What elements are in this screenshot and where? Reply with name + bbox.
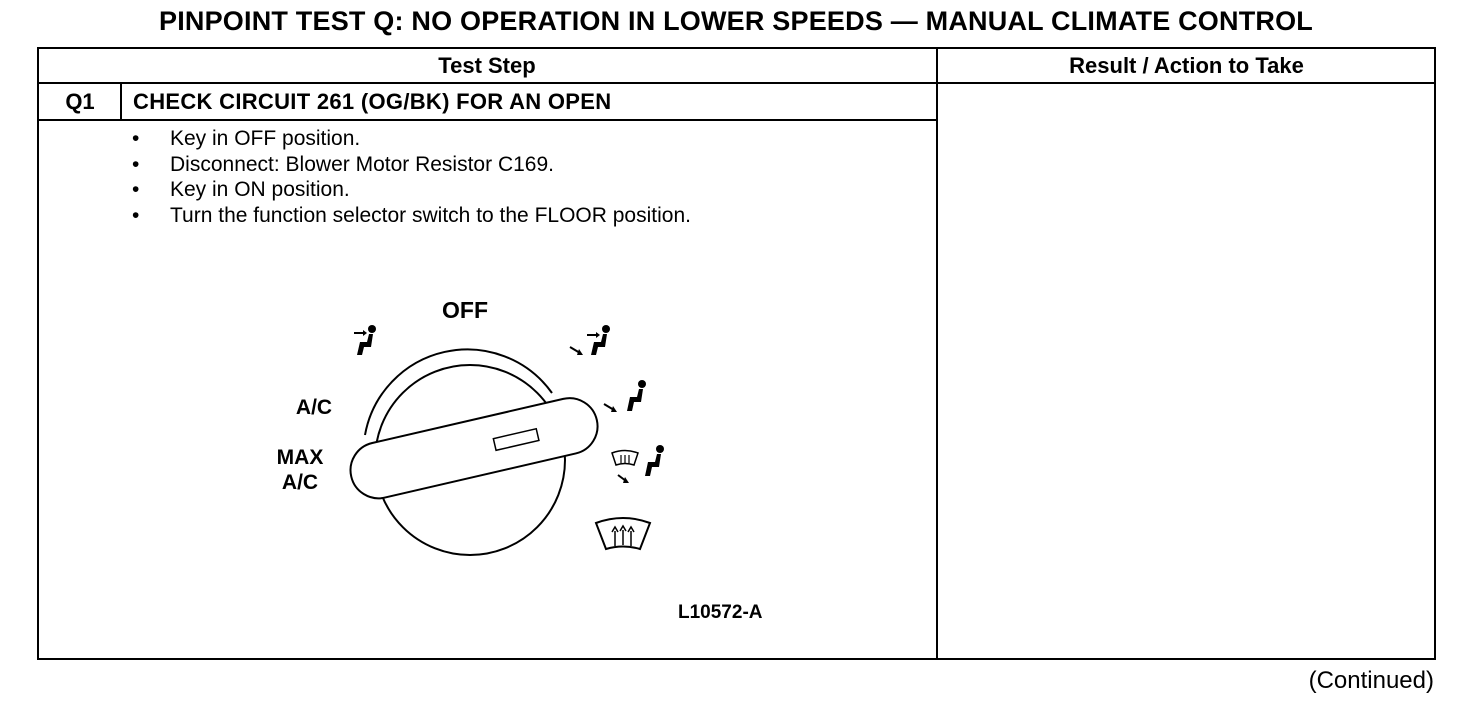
floor-defrost-icon [611, 445, 664, 483]
label-max-line1: MAX [277, 446, 324, 469]
defrost-icon [594, 517, 652, 551]
figure-id: L10572-A [678, 602, 763, 623]
header-result-action: Result / Action to Take [1069, 53, 1304, 78]
floor-icon [603, 380, 646, 412]
step-title: CHECK CIRCUIT 261 (OG/BK) FOR AN OPEN [133, 89, 612, 114]
step-title-divider [37, 119, 937, 121]
panel-floor-icon [569, 325, 610, 355]
column-divider [936, 47, 938, 660]
instruction-item: Key in ON position. [132, 177, 691, 203]
step-id: Q1 [65, 89, 95, 114]
panel-vent-icon [354, 325, 376, 355]
instruction-item: Key in OFF position. [132, 126, 691, 152]
page-title: PINPOINT TEST Q: NO OPERATION IN LOWER S… [158, 6, 1313, 36]
header-test-step: Test Step [438, 53, 536, 78]
label-off: OFF [442, 297, 488, 323]
step-instructions: Key in OFF position. Disconnect: Blower … [132, 126, 691, 228]
selector-knob-rim [364, 348, 553, 436]
instruction-item: Disconnect: Blower Motor Resistor C169. [132, 152, 691, 178]
selector-pointer [349, 397, 599, 500]
function-selector-diagram: OFF A/C MAX A/C [277, 297, 664, 556]
label-ac: A/C [296, 396, 332, 419]
pinpoint-test-table [37, 47, 1436, 660]
continued-note: (Continued) [1308, 667, 1434, 694]
header-divider [37, 82, 1436, 84]
instruction-item: Turn the function selector switch to the… [132, 203, 691, 229]
step-id-divider [120, 83, 122, 120]
label-max-line2: A/C [282, 471, 318, 494]
